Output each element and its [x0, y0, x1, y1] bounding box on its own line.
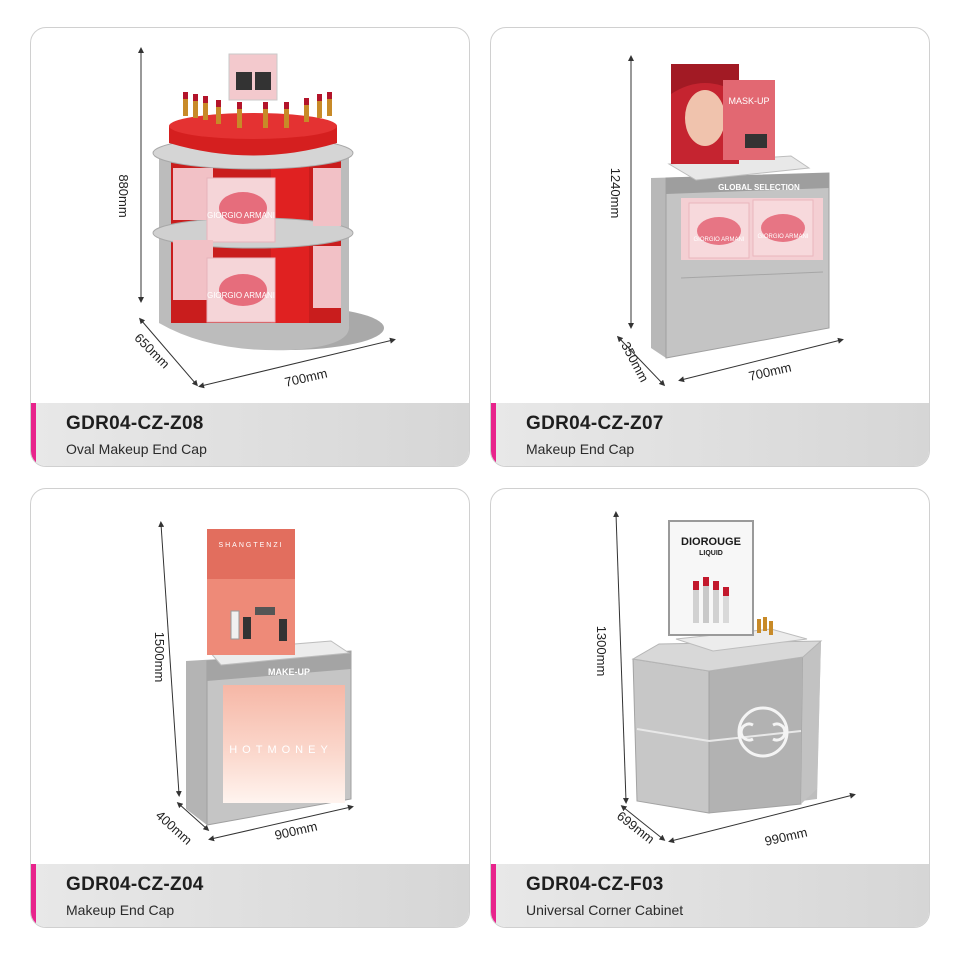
depth-label: 350mm [618, 339, 652, 384]
gift-boxes [173, 168, 341, 323]
height-label: 1240mm [608, 168, 623, 219]
height-label: 1500mm [152, 632, 167, 683]
front-text: HOTMONEY [229, 744, 333, 756]
box-brand-text: GIORGIO ARMANI [757, 234, 808, 240]
header-text: MAKE-UP [268, 667, 310, 677]
dimension-lines [613, 511, 856, 844]
product-code: GDR04-CZ-Z08 [66, 413, 204, 434]
depth-label: 699mm [614, 808, 657, 847]
product-caption: GDR04-CZ-F03 Universal Corner Cabinet [491, 864, 929, 927]
product-caption: GDR04-CZ-Z04 Makeup End Cap [31, 864, 469, 927]
width-label: 700mm [747, 359, 793, 383]
width-label: 700mm [283, 365, 329, 389]
product-card-z08[interactable]: GIORGIO ARMANI GIORGIO ARMANI 880mm 650m… [30, 27, 470, 467]
product-image-oval-end-cap: GIORGIO ARMANI GIORGIO ARMANI 880mm 650m… [116, 47, 396, 390]
box-brand-text: GIORGIO ARMANI [207, 291, 275, 300]
product-caption: GDR04-CZ-Z07 Makeup End Cap [491, 403, 929, 466]
width-label: 990mm [763, 824, 809, 848]
product-code: GDR04-CZ-Z04 [66, 874, 204, 895]
height-label: 1300mm [594, 626, 609, 677]
product-image-corner-cabinet: DIOROUGE LIQUID 1300mm 699mm 990mm [594, 511, 856, 849]
product-card-f03[interactable]: DIOROUGE LIQUID 1300mm 699mm 990mm GDR04… [490, 488, 930, 928]
product-caption: GDR04-CZ-Z08 Oval Makeup End Cap [31, 403, 469, 466]
product-image-end-cap: MAKE-UP HOTMONEY SHANGTENZI 1500mm 400mm… [152, 521, 354, 848]
header-text: GLOBAL SELECTION [718, 183, 800, 192]
brand-logo-icon [737, 706, 789, 758]
product-image-end-cap: GLOBAL SELECTION GIORGIO ARMANI GIORGIO … [608, 55, 844, 387]
poster-title: DIOROUGE [681, 536, 741, 548]
box-brand-text: GIORGIO ARMANI [693, 237, 744, 243]
caption-accent-bar [491, 864, 496, 927]
box-brand-text: GIORGIO ARMANI [207, 211, 275, 220]
lipstick-row [183, 98, 332, 128]
caption-accent-bar [491, 403, 496, 466]
product-name: Universal Corner Cabinet [526, 902, 684, 918]
dimension-lines [138, 47, 396, 389]
product-name: Oval Makeup End Cap [66, 441, 207, 457]
product-code: GDR04-CZ-F03 [526, 874, 664, 895]
depth-label: 650mm [132, 330, 173, 371]
panel-text: MASK-UP [728, 96, 769, 106]
product-card-z04[interactable]: MAKE-UP HOTMONEY SHANGTENZI 1500mm 400mm… [30, 488, 470, 928]
product-name: Makeup End Cap [526, 441, 635, 457]
dimension-lines [616, 55, 844, 387]
lipstick-display [693, 577, 773, 635]
caption-accent-bar [31, 403, 36, 466]
poster-text: SHANGTENZI [218, 542, 283, 549]
product-card-z07[interactable]: GLOBAL SELECTION GIORGIO ARMANI GIORGIO … [490, 27, 930, 467]
height-label: 880mm [116, 174, 131, 217]
product-code: GDR04-CZ-Z07 [526, 413, 664, 434]
poster-subtitle: LIQUID [699, 550, 723, 557]
width-label: 900mm [273, 818, 319, 842]
product-name: Makeup End Cap [66, 902, 175, 918]
dimension-lines [158, 521, 354, 842]
depth-label: 400mm [153, 808, 195, 848]
caption-accent-bar [31, 864, 36, 927]
